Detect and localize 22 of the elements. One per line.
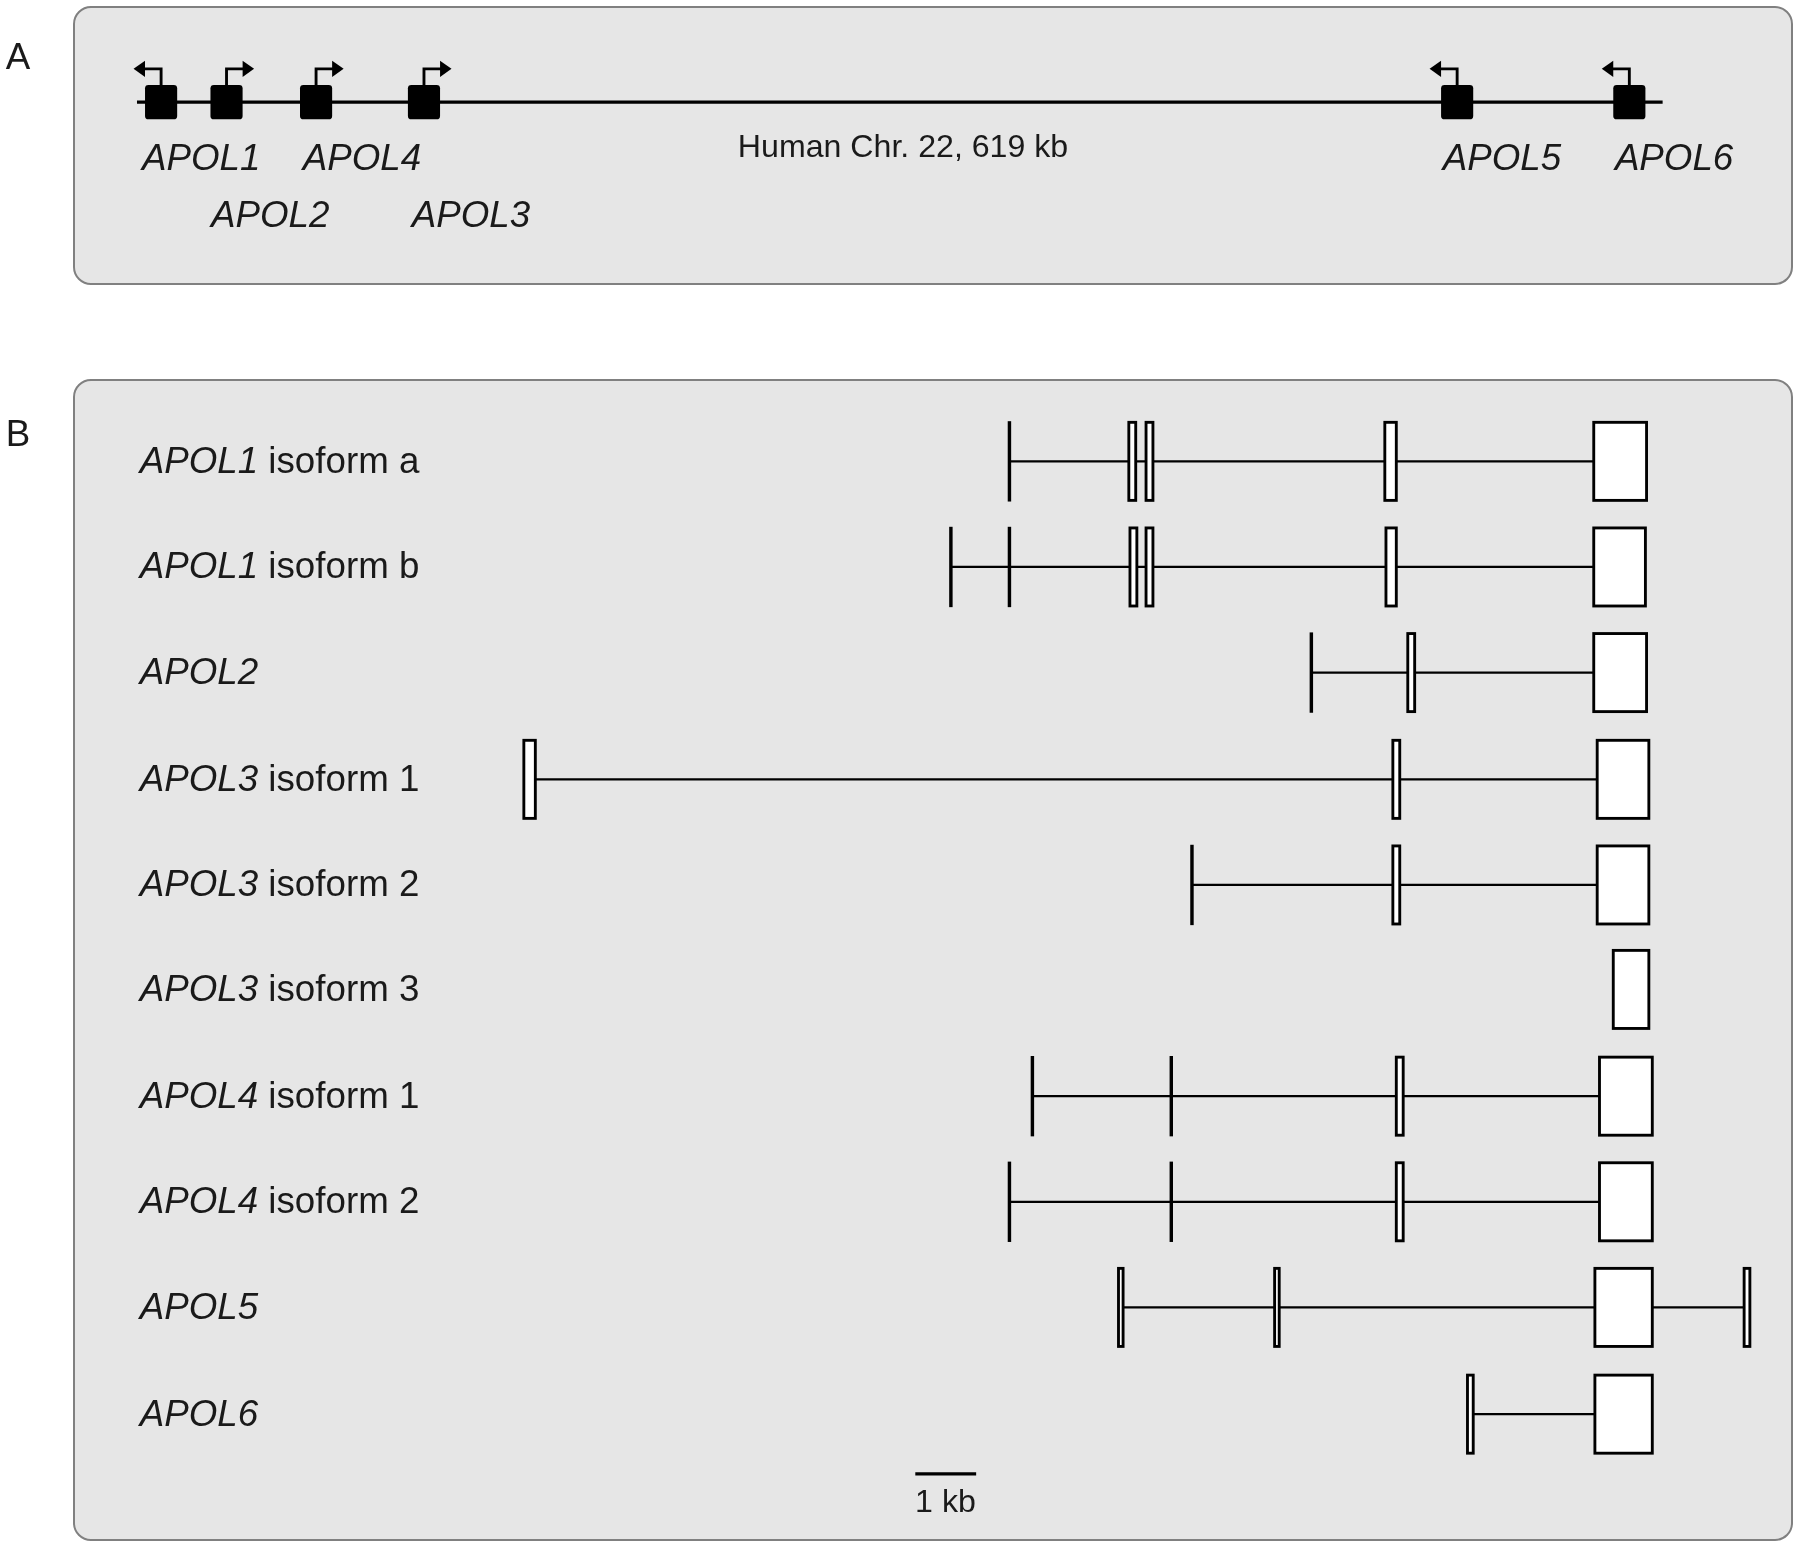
transcript-label: APOL2 <box>139 651 259 694</box>
panel-letter: A <box>5 36 31 79</box>
gene-name: APOL1 <box>142 136 261 180</box>
transcript-label: APOL1 isoform a <box>139 439 420 483</box>
gene-name: APOL6 <box>1614 136 1734 180</box>
gene-name: APOL3 <box>411 194 531 237</box>
transcript-label: APOL5 <box>139 1285 259 1329</box>
transcript-label: APOL4 isoform 2 <box>139 1180 420 1223</box>
figure-panel <box>73 5 1794 285</box>
figure-panel <box>73 378 1794 1541</box>
transcript-label: APOL6 <box>139 1392 259 1435</box>
gene-name: APOL4 <box>302 136 422 180</box>
transcript-label: APOL3 isoform 3 <box>139 967 420 1011</box>
transcript-label: APOL3 isoform 2 <box>139 863 420 906</box>
transcript-label: APOL3 isoform 1 <box>139 757 420 801</box>
panel-letter: B <box>5 412 31 455</box>
gene-name: APOL5 <box>1442 136 1562 180</box>
gene-name: APOL2 <box>210 194 330 237</box>
transcript-label: APOL1 isoform b <box>139 545 420 588</box>
chromosome-label: Human Chr. 22, 619 kb <box>737 128 1069 165</box>
scale-bar-label: 1 kb <box>915 1482 976 1520</box>
transcript-label: APOL4 isoform 1 <box>139 1074 420 1117</box>
